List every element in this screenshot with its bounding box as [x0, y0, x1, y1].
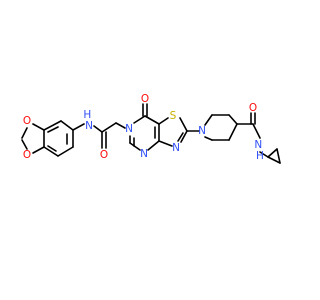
- atom-o-amide-left: O: [100, 149, 108, 161]
- atom-nh-amide-left: H N: [83, 109, 94, 132]
- bond-lines: [21, 103, 281, 164]
- atom-nh-amide-right-n: N: [254, 139, 262, 151]
- atom-n-pyrimidinone: N: [125, 123, 133, 135]
- atom-labels: O O H N O N O S N N N O N H: [23, 93, 265, 162]
- atom-nh-amide-left-h: H: [83, 109, 91, 121]
- atom-o-amide-right: O: [249, 102, 257, 114]
- atom-nh-amide-right-h: H: [256, 150, 264, 162]
- atom-n-pyrimidine: N: [140, 148, 148, 160]
- atom-n-piperidine: N: [198, 125, 206, 137]
- atom-nh-amide-left-n: N: [85, 120, 93, 132]
- atom-nh-amide-right: N H: [254, 139, 265, 162]
- atom-o-dioxole-bottom: O: [23, 149, 31, 161]
- atom-s-thiazole: S: [170, 110, 177, 122]
- atom-o-dioxole-top: O: [23, 115, 31, 127]
- atom-n-thiazole: N: [172, 142, 180, 154]
- molecule-structure-diagram: O O H N O N O S N N N O N H: [21, 93, 281, 164]
- atom-o-keto: O: [141, 93, 149, 105]
